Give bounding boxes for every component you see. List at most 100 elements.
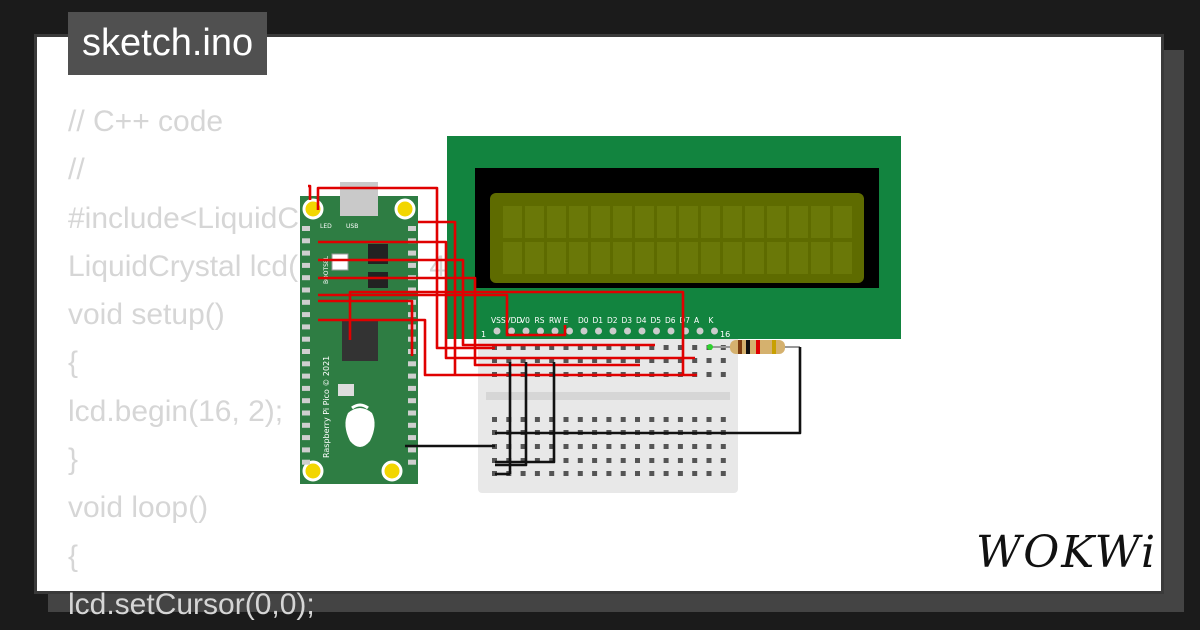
lcd-cell — [503, 242, 522, 274]
breadboard-hole — [677, 458, 683, 463]
pico-pin — [408, 422, 416, 428]
pico-pin — [302, 250, 310, 256]
pico-pin — [408, 459, 416, 465]
pico-pin — [302, 373, 310, 379]
raspberry-logo-icon — [345, 403, 375, 447]
lcd-cell — [789, 242, 808, 274]
lcd-pin-label: D5 — [651, 316, 662, 325]
breadboard-hole — [606, 444, 612, 449]
code-line: lcd.begin(16, 2); — [68, 394, 284, 428]
lcd-pin — [624, 327, 631, 335]
breadboard-hole — [706, 471, 712, 476]
breadboard-hole — [492, 417, 497, 422]
led-label: LED — [320, 223, 332, 230]
pico-pin — [302, 398, 310, 404]
lcd-cell — [503, 206, 522, 238]
breadboard-hole — [549, 345, 555, 350]
breadboard-hole — [592, 458, 598, 463]
breadboard-hole — [620, 458, 626, 463]
breadboard-hole — [563, 444, 569, 449]
lcd-pin — [566, 327, 573, 335]
breadboard-hole — [692, 417, 698, 422]
lcd-pin — [667, 327, 675, 335]
lcd-pin-label: K — [709, 316, 715, 325]
breadboard-hole — [635, 471, 640, 476]
lcd-pin-label: A — [694, 316, 700, 325]
breadboard-hole — [635, 444, 640, 449]
red-wires — [308, 184, 697, 377]
pico-pin — [302, 349, 310, 354]
breadboard-hole — [592, 444, 598, 449]
breadboard-hole — [677, 444, 683, 449]
breadboard-hole — [534, 471, 540, 476]
breadboard-hole — [606, 417, 612, 422]
lcd-pin — [595, 327, 602, 335]
breadboard-hole — [649, 444, 655, 449]
code-line: lcd.setCursor(0,0); — [68, 587, 315, 621]
breadboard-hole — [620, 444, 626, 449]
breadboard-hole — [520, 471, 526, 476]
breadboard-hole — [520, 458, 526, 463]
code-line: void loop() — [68, 491, 209, 525]
breadboard-hole — [720, 458, 726, 463]
lcd-pin-first-label: 1 — [481, 330, 486, 339]
lcd-pin — [551, 327, 559, 335]
breadboard-hole — [706, 444, 712, 449]
breadboard-hole — [606, 345, 612, 350]
breadboard-hole — [677, 345, 683, 350]
breadboard-hole — [520, 417, 526, 422]
breadboard-hole — [563, 417, 569, 422]
wokwi-logo: WOKWi — [976, 527, 1158, 578]
lcd-pin — [609, 327, 617, 335]
lcd-character-cells — [503, 206, 852, 274]
lcd-cell — [525, 242, 544, 274]
pico-pin — [302, 336, 310, 342]
breadboard-hole — [606, 358, 612, 363]
lcd-pin-last-label: 16 — [720, 330, 730, 339]
pico-pin — [408, 361, 416, 367]
raspberry-pi-pico: USB LED BOOTSEL Raspberry Pi Pico © 2021 — [300, 182, 418, 484]
pico-pin — [302, 262, 310, 268]
pico-pin — [408, 435, 416, 441]
lcd-pin-label: D1 — [593, 316, 604, 325]
breadboard-hole — [534, 444, 540, 449]
breadboard — [478, 318, 738, 493]
breadboard-hole — [577, 471, 583, 476]
lcd-pin-label: D2 — [607, 316, 618, 325]
lcd-pin — [653, 327, 660, 335]
breadboard-hole — [549, 458, 555, 463]
pico-pin — [302, 447, 310, 453]
lcd-pin-label: D7 — [680, 316, 691, 325]
pico-pin — [302, 226, 310, 231]
lcd-cell — [657, 206, 676, 238]
lcd-cell — [701, 206, 720, 238]
lcd-pin-label: D0 — [578, 316, 589, 325]
lcd-cell — [547, 206, 566, 238]
breadboard-hole — [663, 345, 669, 350]
code-line: { — [68, 539, 79, 573]
code-line: // C++ code — [68, 105, 224, 138]
lcd-cell — [613, 206, 632, 238]
pico-pin — [302, 435, 310, 441]
breadboard-hole — [534, 458, 540, 463]
code-line: { — [68, 346, 79, 380]
breadboard-hole — [620, 358, 626, 363]
pico-pin — [302, 422, 310, 428]
breadboard-hole — [635, 358, 640, 363]
breadboard-hole — [563, 458, 569, 463]
wires — [308, 184, 802, 476]
pico-pin — [302, 410, 310, 416]
breadboard-hole — [635, 417, 640, 422]
lcd-cell — [745, 242, 764, 274]
pico-pin — [302, 459, 310, 465]
lcd-pin-label: D3 — [622, 316, 633, 325]
lcd-pin — [638, 327, 646, 335]
breadboard-hole — [606, 458, 612, 463]
breadboard-hole — [649, 458, 655, 463]
lcd-cell — [745, 206, 764, 238]
usb-label: USB — [346, 223, 358, 230]
pico-pin — [302, 287, 310, 293]
pico-pin — [408, 250, 416, 256]
breadboard-hole — [563, 345, 569, 350]
breadboard-hole — [635, 345, 640, 350]
